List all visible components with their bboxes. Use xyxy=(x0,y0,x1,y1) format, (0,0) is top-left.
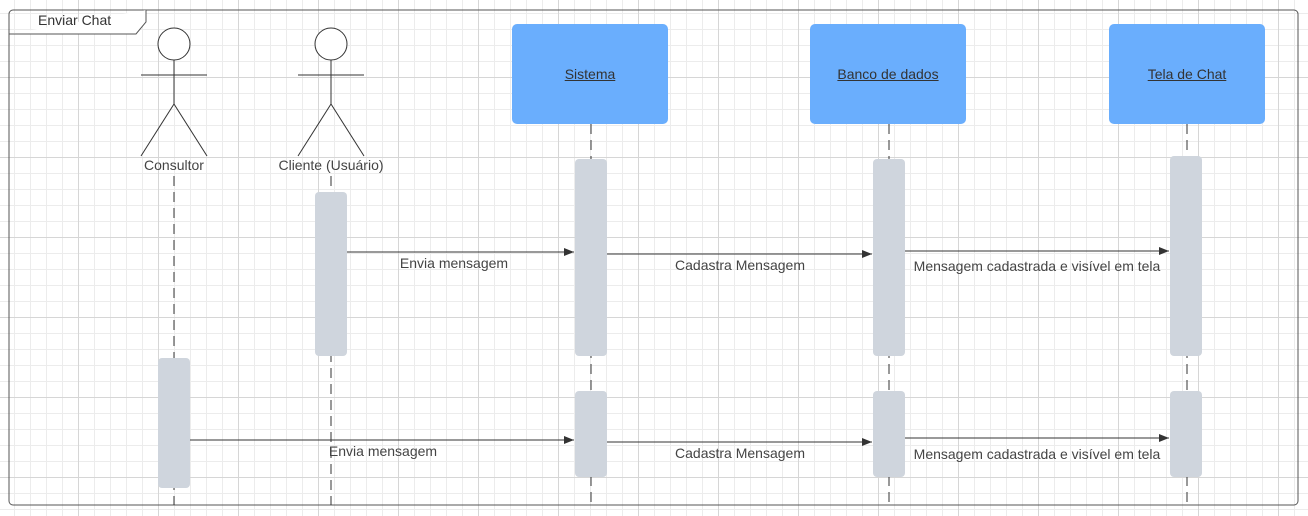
frame-title: Enviar Chat xyxy=(38,12,112,28)
message-label-4: Envia mensagem xyxy=(328,443,438,459)
message-label-1: Envia mensagem xyxy=(399,255,509,271)
activation-sistema-2[interactable] xyxy=(575,391,607,477)
activation-banco-1[interactable] xyxy=(873,159,905,356)
frame-border xyxy=(8,9,1299,506)
message-label-6: Mensagem cadastrada e visível em tela xyxy=(913,446,1161,462)
participant-sistema[interactable]: Sistema xyxy=(512,24,668,124)
activation-banco-2[interactable] xyxy=(873,391,905,477)
actor-cliente-figure xyxy=(297,27,365,157)
participant-banco-de-dados[interactable]: Banco de dados xyxy=(810,24,966,124)
activation-tela-2[interactable] xyxy=(1170,391,1202,477)
frame-title-tab xyxy=(9,10,147,35)
activation-cliente-1[interactable] xyxy=(315,192,347,356)
activation-tela-1[interactable] xyxy=(1170,156,1202,356)
activation-consultor-1[interactable] xyxy=(158,358,190,488)
actor-label-consultor: Consultor xyxy=(144,157,204,173)
activation-sistema-1[interactable] xyxy=(575,159,607,356)
actor-consultor-figure xyxy=(140,27,208,157)
actor-label-cliente: Cliente (Usuário) xyxy=(278,157,384,173)
message-label-2: Cadastra Mensagem xyxy=(675,257,805,273)
message-label-5: Cadastra Mensagem xyxy=(675,445,805,461)
participant-tela-de-chat[interactable]: Tela de Chat xyxy=(1109,24,1265,124)
message-label-3: Mensagem cadastrada e visível em tela xyxy=(913,258,1161,274)
